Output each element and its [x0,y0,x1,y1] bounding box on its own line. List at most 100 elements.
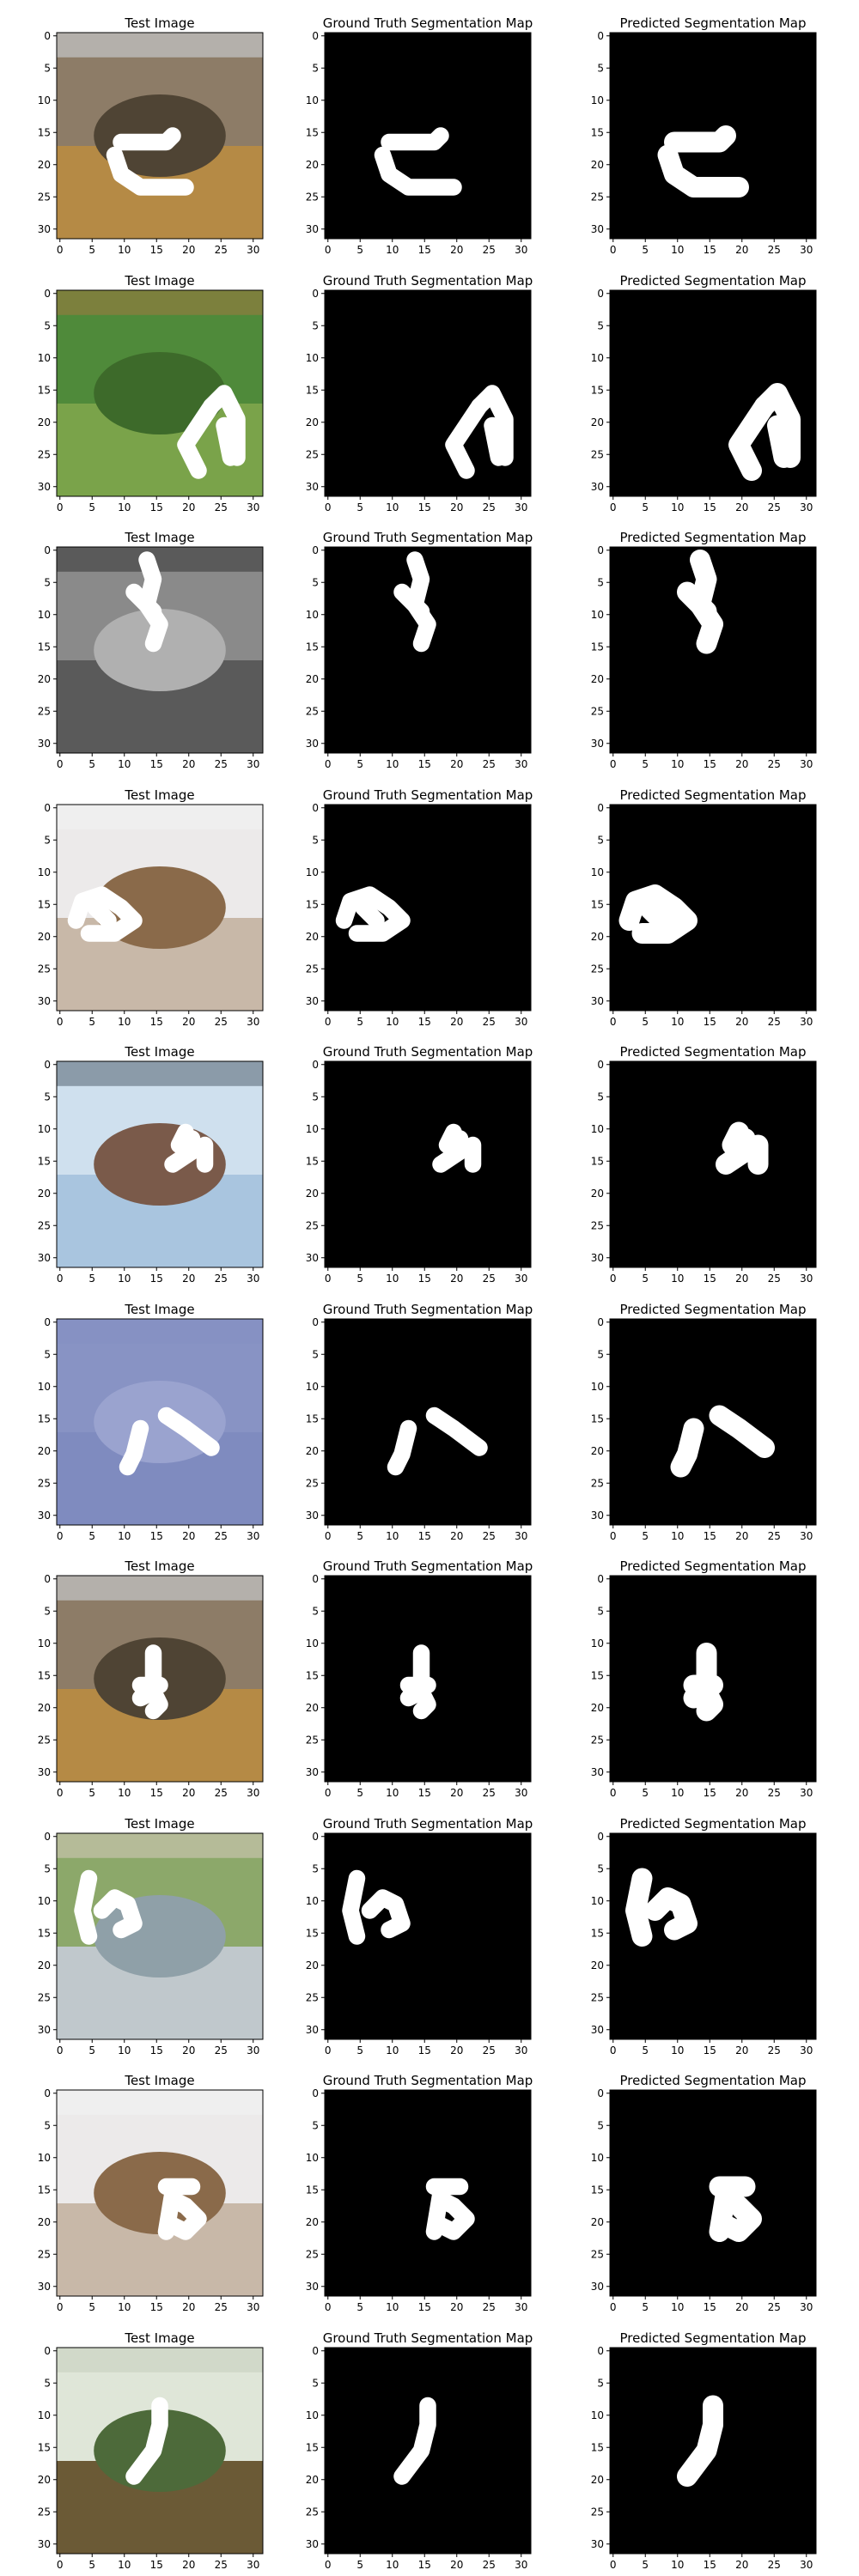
y-tick-label: 10 [38,866,51,878]
x-tick-label: 10 [671,2044,684,2057]
y-tick-label: 5 [312,1862,319,1874]
y-tick-label: 10 [38,1381,51,1393]
panel-title: Predicted Segmentation Map [619,1558,806,1574]
x-tick-label: 10 [386,501,399,513]
y-tick-label: 25 [38,1219,51,1231]
x-tick-label: 10 [671,244,684,256]
x-tick-label: 10 [118,758,131,770]
x-tick-label: 15 [418,501,431,513]
y-tick-label: 0 [597,1316,604,1328]
y-tick-label: 30 [306,1766,319,1778]
mask-stroke [355,899,385,929]
mask-stroke [683,1681,723,1722]
x-tick-label: 5 [356,1016,363,1028]
y-tick-label: 25 [591,1219,604,1231]
axes-frame [324,1318,532,1526]
x-tick-label: 10 [386,758,399,770]
mask-stroke [399,1683,436,1720]
y-tick-label: 25 [591,448,604,460]
panel-r7-c3: Predicted Segmentation Map00551010151520… [591,1558,817,1799]
x-tick-label: 5 [88,1273,95,1285]
mask-stroke [157,1406,220,1456]
y-tick-label: 15 [306,2184,319,2196]
axes-frame [324,1832,532,2040]
panel-r8-c3: Predicted Segmentation Map00551010151520… [591,1816,817,2057]
y-tick-label: 0 [44,1316,51,1328]
panel-title: Predicted Segmentation Map [619,530,806,545]
mask-stroke [709,2183,736,2242]
y-tick-label: 20 [306,2474,319,2486]
x-tick-label: 25 [768,1273,781,1285]
x-tick-label: 25 [215,1787,228,1799]
axes-frame [324,546,532,754]
x-tick-label: 10 [118,2559,131,2571]
mask-stroke [709,1405,775,1458]
y-tick-label: 30 [591,2024,604,2036]
y-tick-label: 15 [38,1413,51,1425]
mask-stroke [722,1121,749,1156]
x-tick-label: 5 [642,244,649,256]
axes-frame [56,2089,264,2297]
axes-frame [56,1318,264,1526]
panel-title: Test Image [124,2073,194,2088]
panel-title: Predicted Segmentation Map [619,1816,806,1832]
x-tick-label: 20 [182,2044,195,2057]
y-tick-label: 25 [38,2248,51,2260]
x-tick-label: 0 [610,1787,617,1799]
y-tick-label: 20 [591,1188,604,1200]
mask-stroke [644,1887,698,1941]
x-tick-label: 20 [450,501,463,513]
y-tick-label: 20 [306,1959,319,1971]
y-tick-label: 0 [597,1831,604,1843]
y-tick-label: 20 [591,1702,604,1714]
y-tick-label: 15 [306,1413,319,1425]
axes-frame [324,2347,532,2555]
y-tick-label: 25 [306,2506,319,2518]
y-tick-label: 25 [306,1477,319,1489]
y-tick-label: 30 [306,1252,319,1264]
y-tick-label: 20 [38,1702,51,1714]
x-tick-label: 0 [57,501,64,513]
x-tick-label: 20 [735,2559,748,2571]
y-tick-label: 5 [312,2119,319,2131]
x-tick-label: 20 [735,244,748,256]
panel-r2-c3: Predicted Segmentation Map00551010151520… [591,273,817,513]
y-tick-label: 15 [591,2184,604,2196]
x-tick-label: 30 [515,2301,527,2313]
panel-title: Test Image [124,1816,194,1832]
y-tick-label: 20 [38,2474,51,2486]
y-tick-label: 20 [591,931,604,943]
x-tick-label: 5 [356,2559,363,2571]
x-tick-label: 5 [642,2044,649,2057]
axes-frame [324,1575,532,1783]
y-tick-label: 10 [38,1637,51,1649]
y-tick-label: 0 [597,2087,604,2099]
panel-title: Predicted Segmentation Map [619,2330,806,2346]
x-tick-label: 5 [88,1530,95,1542]
y-tick-label: 10 [306,2409,319,2421]
y-tick-label: 20 [306,931,319,943]
y-tick-label: 15 [306,641,319,653]
axes-frame [324,1060,532,1268]
x-tick-label: 5 [88,2044,95,2057]
panel-r2-c2: Ground Truth Segmentation Map00551010151… [306,273,533,513]
mask-stroke [432,1130,469,1173]
panel-title: Predicted Segmentation Map [619,1302,806,1317]
x-tick-label: 15 [704,1016,716,1028]
axes-frame [56,1060,264,1268]
y-tick-label: 25 [306,1734,319,1746]
x-tick-label: 30 [800,758,813,770]
panel-title: Ground Truth Segmentation Map [323,2330,533,2346]
x-tick-label: 0 [325,1273,332,1285]
x-tick-label: 0 [610,501,617,513]
x-tick-label: 25 [768,1787,781,1799]
mask-stroke [677,581,717,622]
x-tick-label: 0 [57,1273,64,1285]
x-tick-label: 5 [88,1016,95,1028]
x-tick-label: 5 [642,1016,649,1028]
